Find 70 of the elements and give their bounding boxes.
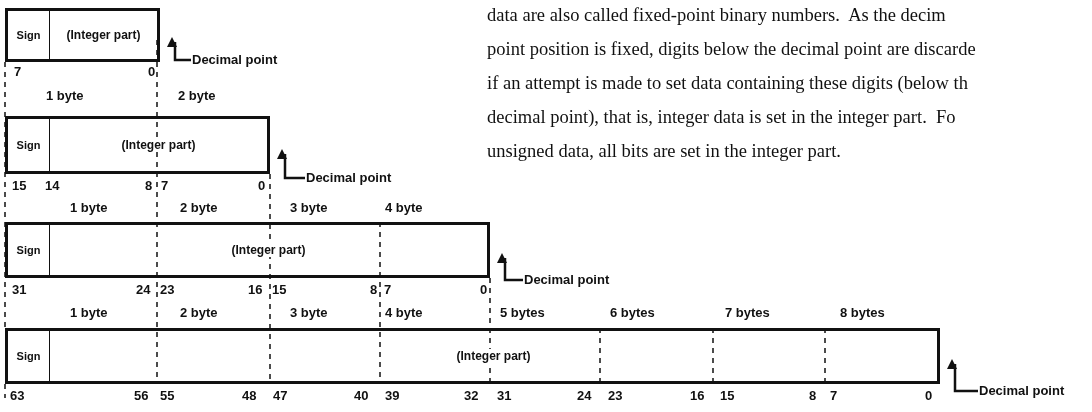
bit-number: 0 (258, 178, 266, 193)
bit-number: 48 (242, 388, 257, 403)
bit-number: 31 (12, 282, 27, 297)
paragraph-line: unsigned data, all bits are set in the integer part. (487, 140, 841, 162)
decimal-point-label: Decimal point (979, 383, 1065, 398)
bit-number: 23 (608, 388, 623, 403)
byte-label: 2 byte (178, 88, 216, 103)
byte-label: 1 byte (46, 88, 84, 103)
decimal-point-arrow (167, 37, 191, 62)
sign-field-label: Sign (14, 29, 43, 41)
bit-number: 8 (370, 282, 378, 297)
paragraph-line: point position is fixed, digits below the decimal point are discarde (487, 38, 976, 60)
bit-number: 15 (272, 282, 287, 297)
bit-number: 15 (12, 178, 27, 193)
bit-number: 40 (354, 388, 369, 403)
byte-label: 8 bytes (840, 305, 885, 320)
byte-label: 6 bytes (610, 305, 655, 320)
paragraph-line: if an attempt is made to set data containing these digits (below th (487, 72, 968, 94)
paragraph-line: data are also called fixed-point binary numbers. As the decim (487, 4, 946, 26)
byte-label: 1 byte (70, 305, 108, 320)
byte-label: 3 byte (290, 200, 328, 215)
bit-number: 16 (690, 388, 705, 403)
bit-number: 8 (809, 388, 817, 403)
register-box (5, 328, 940, 384)
integer-part-label: (Integer part) (229, 243, 308, 257)
byte-label: 2 byte (180, 305, 218, 320)
bit-number: 0 (148, 64, 156, 79)
bit-number: 39 (385, 388, 400, 403)
decimal-point-label: Decimal point (524, 272, 610, 287)
register-box (5, 222, 490, 278)
bit-number: 32 (464, 388, 479, 403)
byte-label: 1 byte (70, 200, 108, 215)
decimal-point-label: Decimal point (192, 52, 278, 67)
byte-label: 5 bytes (500, 305, 545, 320)
bit-number: 0 (925, 388, 933, 403)
byte-label: 2 byte (180, 200, 218, 215)
sign-field-label: Sign (14, 350, 43, 362)
sign-field-label: Sign (14, 139, 43, 151)
bit-number: 56 (134, 388, 149, 403)
paragraph-line: decimal point), that is, integer data is set in the integer part. Fo (487, 106, 956, 128)
bit-number: 14 (45, 178, 60, 193)
register-box (5, 116, 270, 174)
bit-number: 0 (480, 282, 488, 297)
decimal-point-label: Decimal point (306, 170, 392, 185)
bit-number: 24 (577, 388, 592, 403)
integer-part-label: (Integer part) (64, 28, 143, 42)
bit-number: 24 (136, 282, 151, 297)
byte-label: 4 byte (385, 200, 423, 215)
byte-label: 3 byte (290, 305, 328, 320)
bit-number: 7 (161, 178, 169, 193)
bit-number: 47 (273, 388, 288, 403)
decimal-point-arrow (947, 359, 978, 393)
byte-label: 7 bytes (725, 305, 770, 320)
bit-number: 15 (720, 388, 735, 403)
integer-part-label: (Integer part) (119, 138, 198, 152)
sign-field-label: Sign (14, 244, 43, 256)
bit-number: 31 (497, 388, 512, 403)
bit-number: 7 (384, 282, 392, 297)
bit-number: 7 (14, 64, 22, 79)
decimal-point-arrow (277, 149, 305, 180)
decimal-point-arrow (497, 253, 523, 282)
bit-number: 23 (160, 282, 175, 297)
bit-number: 8 (145, 178, 153, 193)
bit-number: 55 (160, 388, 175, 403)
bit-number: 63 (10, 388, 25, 403)
integer-part-label: (Integer part) (454, 349, 533, 363)
byte-label: 4 byte (385, 305, 423, 320)
register-box (5, 8, 160, 62)
bit-number: 7 (830, 388, 838, 403)
bit-number: 16 (248, 282, 263, 297)
